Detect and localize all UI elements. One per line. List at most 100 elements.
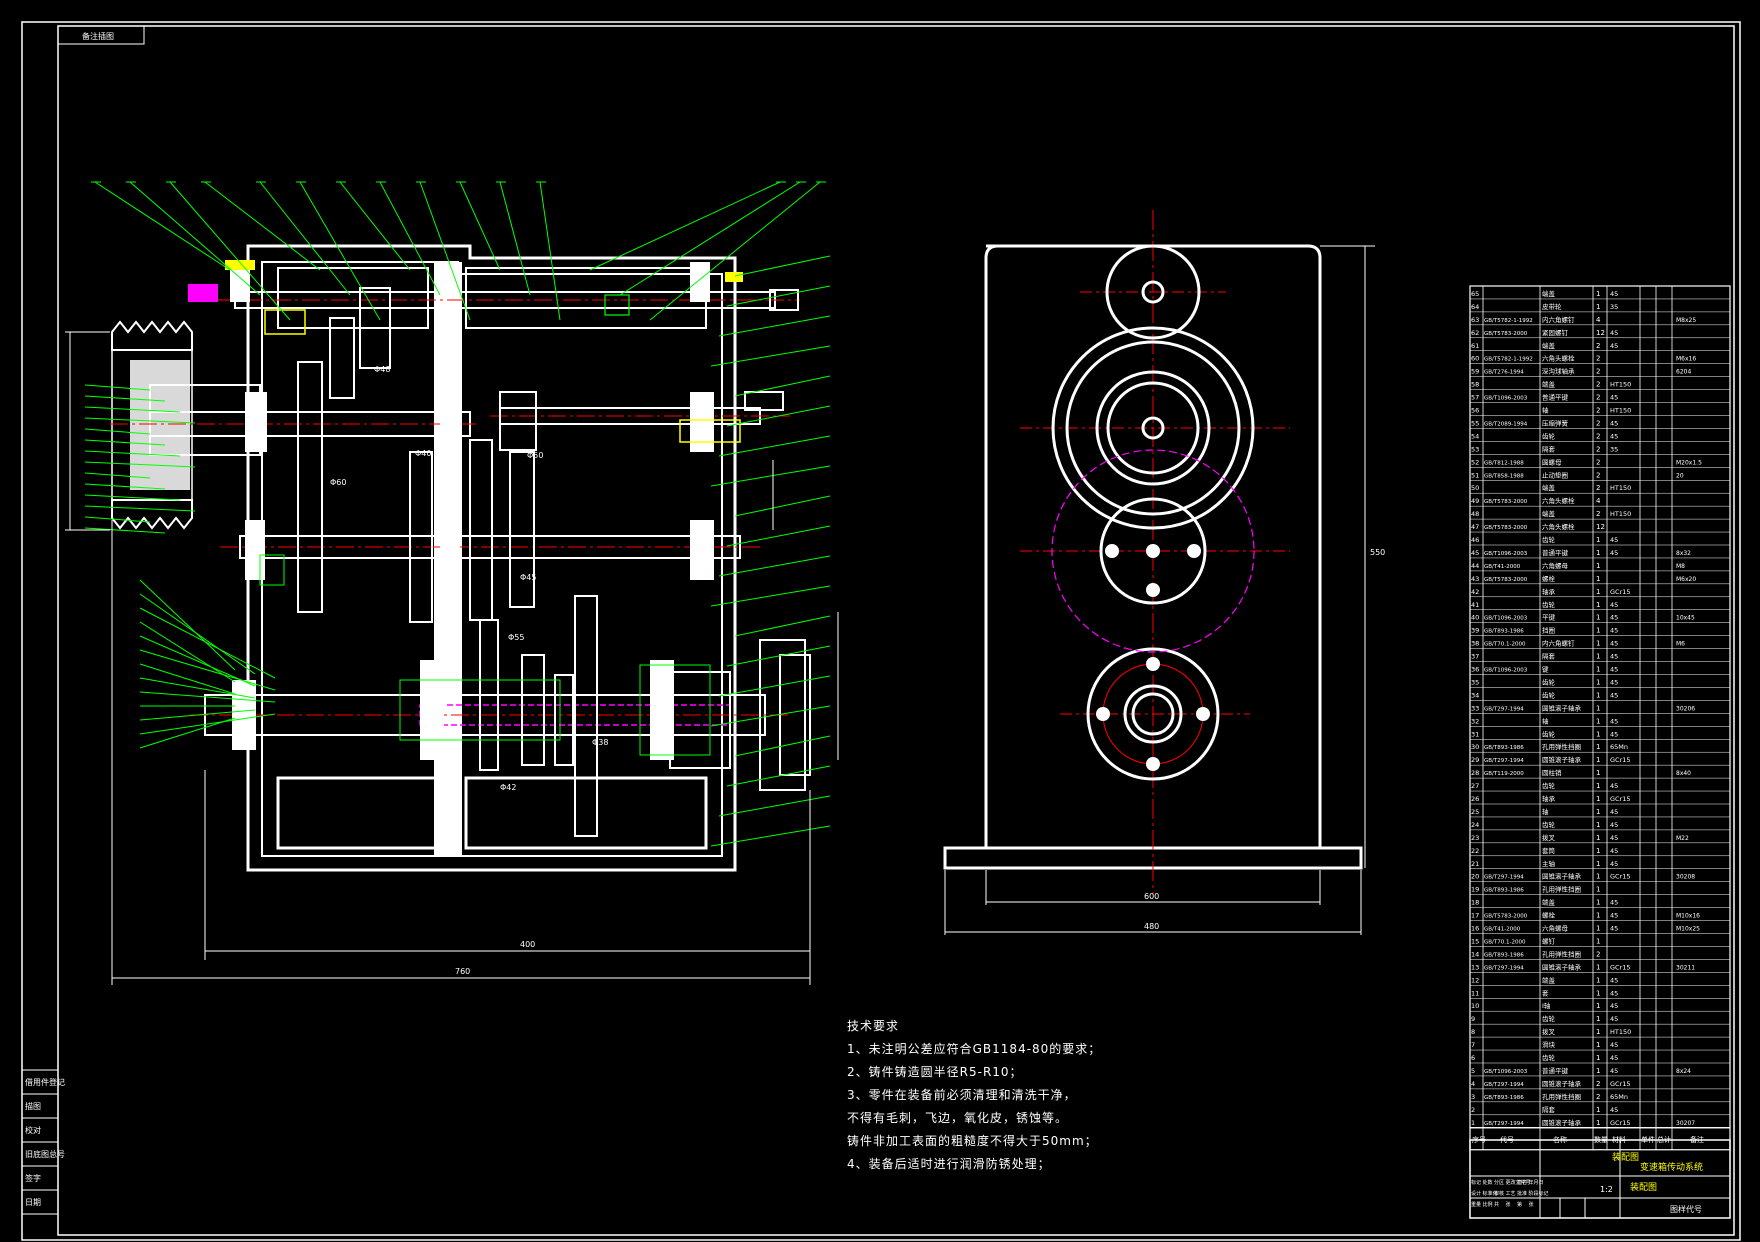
bom-qty: 1 [1596, 614, 1600, 622]
title-block-field: 更改文件号 [1506, 1179, 1531, 1186]
bom-qty: 12 [1596, 329, 1605, 337]
bom-material: HT150 [1610, 510, 1631, 518]
bom-no: 63 [1471, 316, 1479, 324]
bom-no: 42 [1471, 588, 1479, 596]
bom-no: 19 [1471, 886, 1479, 894]
bom-name: 普通平键 [1542, 1066, 1569, 1075]
bom-no: 43 [1471, 575, 1479, 583]
bom-no: 41 [1471, 601, 1479, 609]
tech-line: 4、装备后适时进行润滑防锈处理； [847, 1156, 1051, 1171]
bom-name: 端盖 [1542, 380, 1556, 389]
bom-name: 孔用弹性挡圈 [1542, 949, 1581, 958]
bom-qty: 2 [1596, 432, 1600, 440]
bom-qty: 1 [1596, 691, 1600, 699]
title-block-field: 分区 [1494, 1179, 1504, 1186]
bom-no: 8 [1471, 1028, 1475, 1036]
bom-no: 36 [1471, 666, 1479, 674]
title-block-field: 标记 [1471, 1179, 1481, 1186]
bom-qty: 12 [1596, 523, 1605, 531]
bom-qty: 1 [1596, 536, 1600, 544]
bom-note: M6x16 [1676, 356, 1696, 363]
bom-material: GCr15 [1610, 873, 1631, 881]
bom-material: GCr15 [1610, 795, 1631, 803]
bom-qty: 1 [1596, 704, 1600, 712]
bom-qty: 1 [1596, 717, 1600, 725]
bom-name: 轴承 [1542, 587, 1556, 596]
bom-no: 7 [1471, 1041, 1475, 1049]
tech-title: 技术要求 [847, 1019, 899, 1033]
bom-material: HT150 [1610, 407, 1631, 415]
title-line: 装配图 [1630, 1181, 1657, 1193]
bom-name: 端盖 [1542, 975, 1556, 984]
bom-code: GB/T70.1-2000 [1484, 642, 1526, 648]
bom-material: 45 [1610, 290, 1618, 298]
bom-name: 套 [1542, 988, 1549, 997]
title-block: 装配图 变速箱传动系统 装配图 图样代号 1:2 标记处数分区更改文件号签名年月… [1469, 1139, 1731, 1219]
bom-code: GB/T893-1986 [1484, 888, 1524, 894]
bom-qty: 1 [1596, 873, 1600, 881]
tech-line: 铸件非加工表面的粗糙度不得大于50mm； [847, 1133, 1098, 1148]
bom-material: 45 [1610, 989, 1618, 997]
bom-material: HT150 [1610, 381, 1631, 389]
bom-qty: 1 [1596, 782, 1600, 790]
bom-qty: 1 [1596, 653, 1600, 661]
bom-code: GB/T893-1986 [1484, 1095, 1524, 1101]
title-block-field: 批准 [1517, 1190, 1527, 1197]
bom-no: 38 [1471, 640, 1479, 648]
bom-no: 40 [1471, 614, 1479, 622]
title-block-field: 第 [1517, 1201, 1522, 1208]
bom-material: 45 [1610, 432, 1618, 440]
bom-code: GB/T276-1994 [1484, 370, 1524, 376]
bom-material: 45 [1610, 536, 1618, 544]
bom-no: 52 [1471, 458, 1479, 466]
bom-code: GB/T70.1-2000 [1484, 939, 1526, 945]
drawing-number-label: 图样代号 [1670, 1204, 1702, 1214]
bom-code: GB/T812-1988 [1484, 460, 1524, 466]
bom-name: 内六角螺钉 [1542, 639, 1575, 648]
bom-name: 轴承 [1542, 794, 1556, 803]
bom-code: GB/T5783-2000 [1484, 525, 1528, 531]
bom-name: 主轴 [1542, 859, 1556, 868]
outer-frame [21, 21, 1741, 1241]
bom-no: 51 [1471, 471, 1479, 479]
bom-name: 端盖 [1542, 509, 1556, 518]
bom-name: 螺钉 [1542, 936, 1556, 945]
bom-material: 45 [1610, 394, 1618, 402]
bom-qty: 1 [1596, 847, 1600, 855]
bom-qty: 1 [1596, 860, 1600, 868]
bom-qty: 1 [1596, 1119, 1600, 1127]
bom-qty: 1 [1596, 1002, 1600, 1010]
bom-material: GCr15 [1610, 1080, 1631, 1088]
bom-name: 六角螺母 [1542, 924, 1569, 933]
bom-code: GB/T297-1994 [1484, 758, 1524, 764]
bom-material: 45 [1610, 601, 1618, 609]
bom-name: 孔用弹性挡圈 [1542, 742, 1581, 751]
bom-no: 29 [1471, 756, 1479, 764]
bom-code: GB/T5783-2000 [1484, 577, 1528, 583]
dimension-label: 550 [1370, 548, 1385, 557]
bom-qty: 2 [1596, 342, 1600, 350]
bom-code: GB/T5783-2000 [1484, 914, 1528, 920]
bom-material: 45 [1610, 1106, 1618, 1114]
bom-qty: 1 [1596, 678, 1600, 686]
bom-material: 35 [1610, 445, 1618, 453]
bom-material: 45 [1610, 821, 1618, 829]
bom-material: 45 [1610, 976, 1618, 984]
bom-material: 45 [1610, 1054, 1618, 1062]
bom-no: 46 [1471, 536, 1479, 544]
bom-name: 螺栓 [1542, 574, 1556, 583]
bom-qty: 1 [1596, 899, 1600, 907]
bom-no: 32 [1471, 717, 1479, 725]
corner-label-box [57, 25, 145, 45]
front-dimensions [65, 331, 839, 985]
bom-material: 45 [1610, 834, 1618, 842]
bom-material: 45 [1610, 329, 1618, 337]
title-line: 装配图 [1612, 1151, 1639, 1163]
bom-note: M10x25 [1676, 926, 1700, 933]
corner-label: 备注插图 [82, 31, 114, 41]
bom-no: 44 [1471, 562, 1479, 570]
bom-name: 圆锥滚子轴承 [1542, 1079, 1582, 1088]
bom-material: 45 [1610, 925, 1618, 933]
